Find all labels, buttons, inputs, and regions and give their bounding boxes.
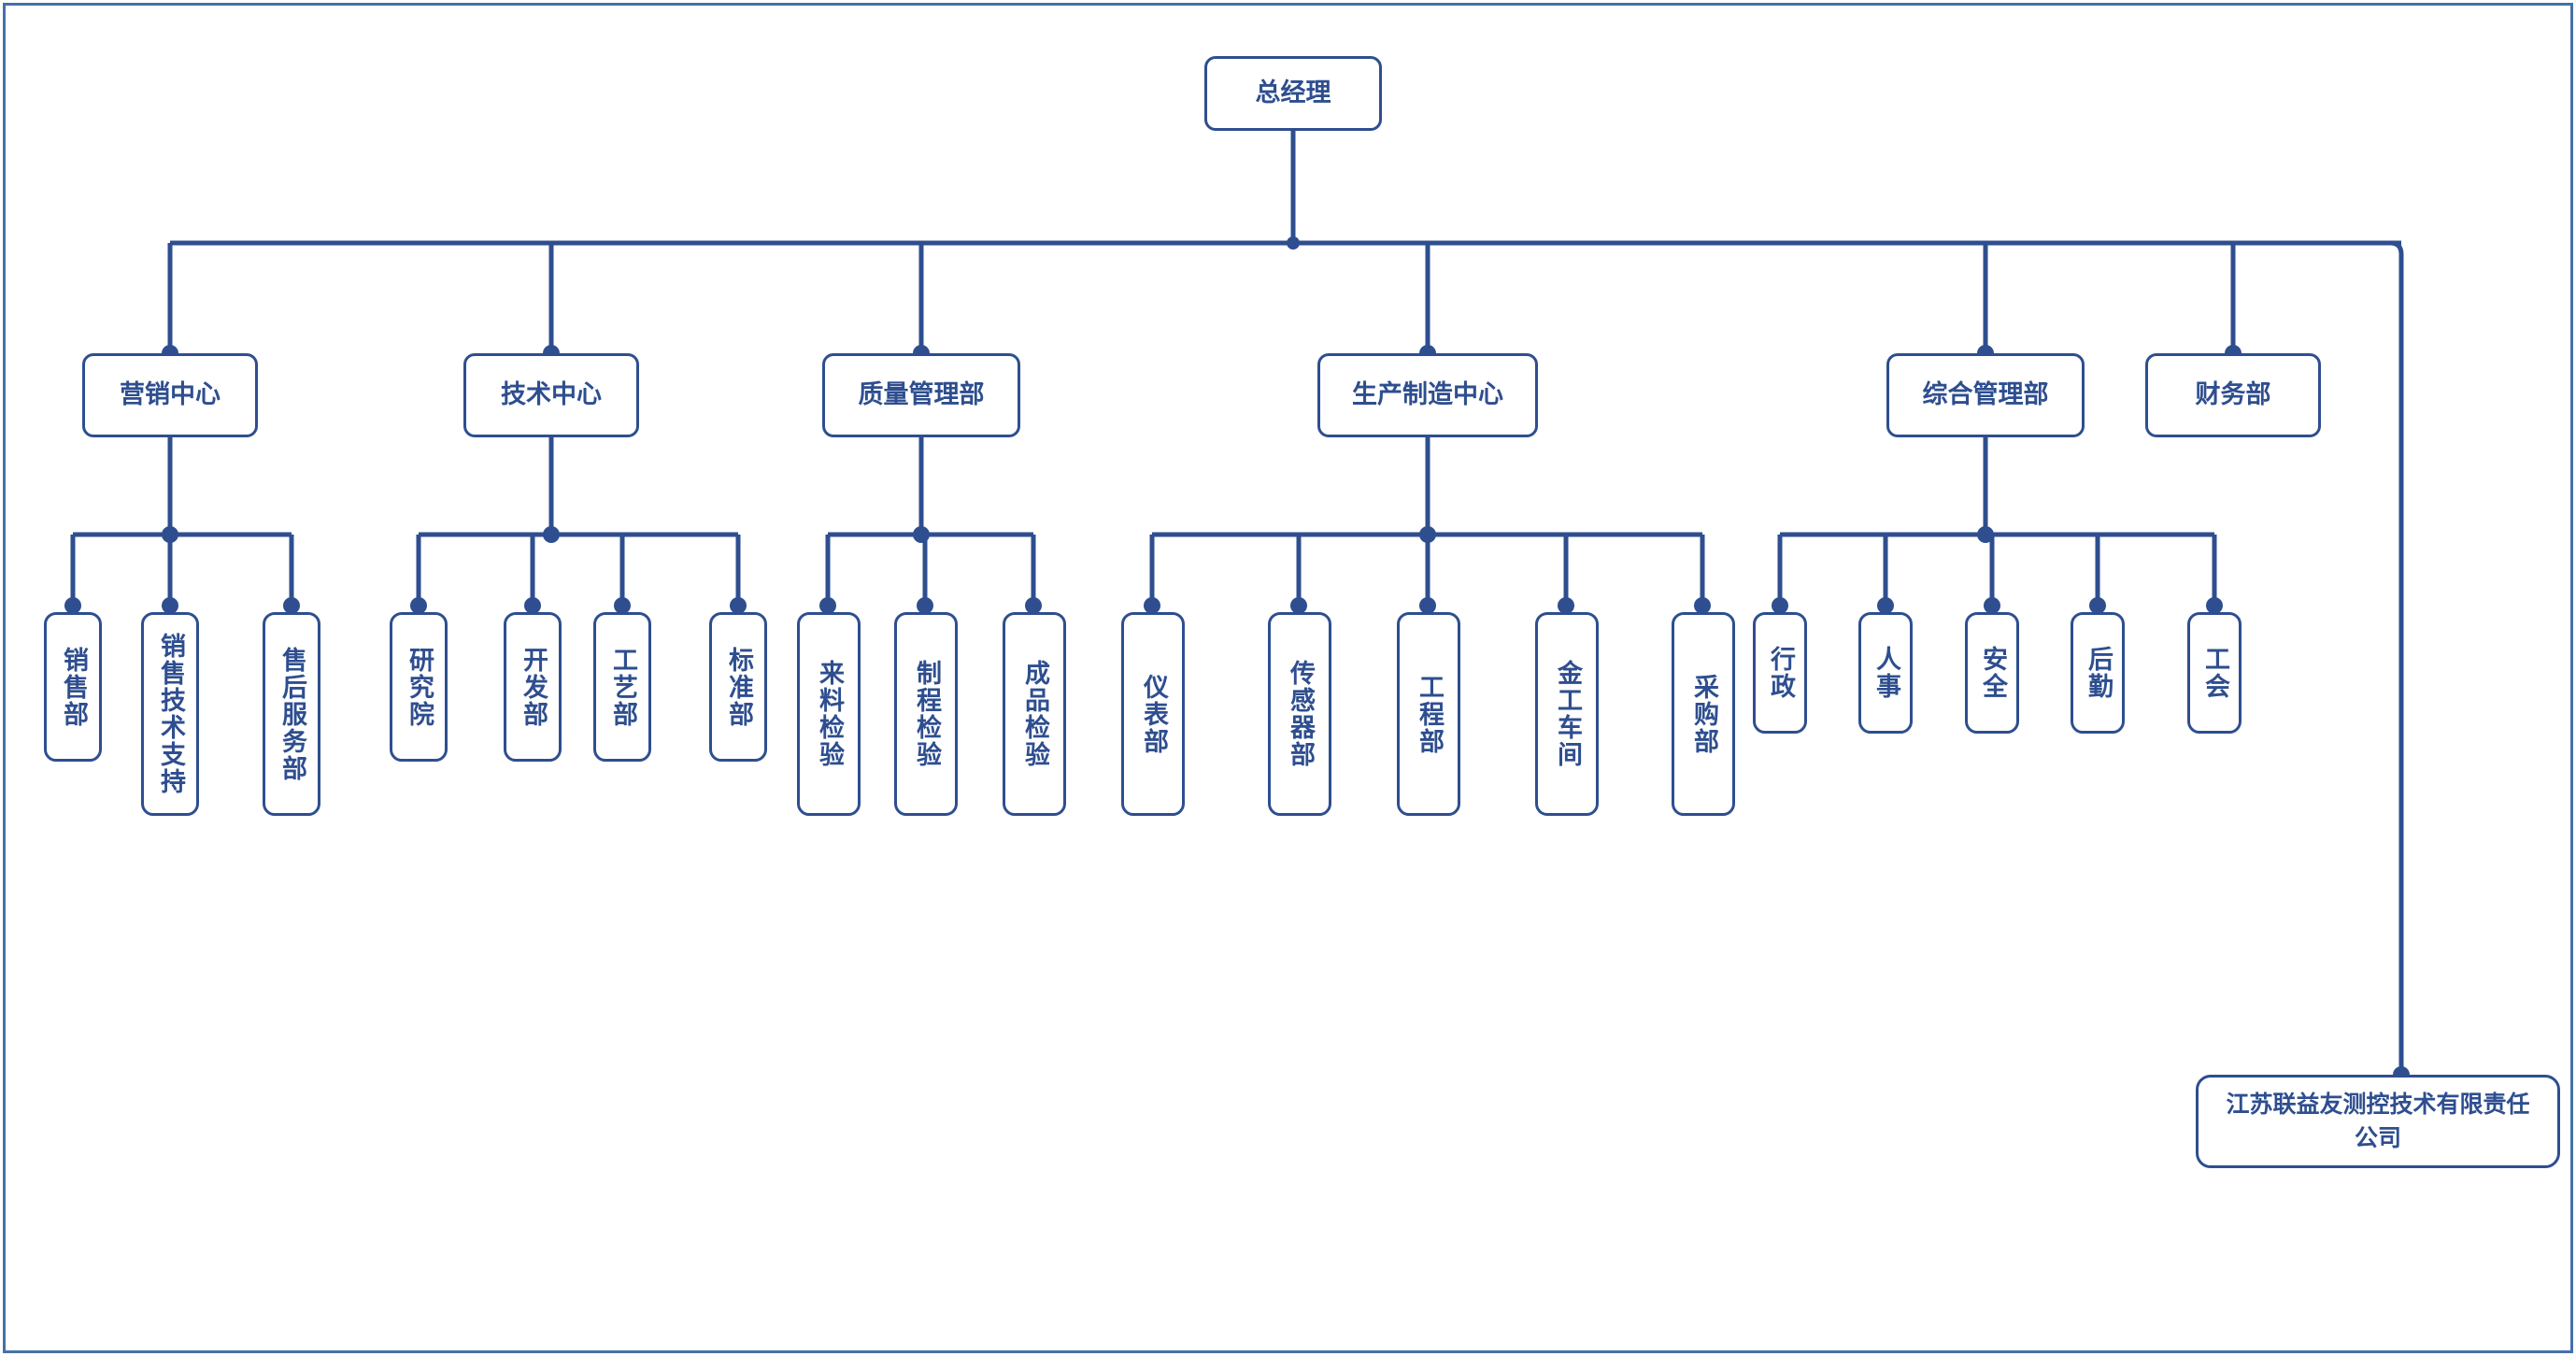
node-root-general-manager[interactable]: 总经理 — [1204, 56, 1382, 131]
wire-bus-to-company — [2389, 240, 2404, 1075]
node-dept-development[interactable]: 开发部 — [504, 612, 562, 762]
node-dept-instrumentation[interactable]: 仪表部 — [1121, 612, 1185, 816]
node-dept-machining-workshop[interactable]: 金工车间 — [1535, 612, 1599, 816]
node-division-production-center[interactable]: 生产制造中心 — [1317, 353, 1538, 437]
dot-leaf — [1694, 597, 1711, 614]
node-dept-research-institute[interactable]: 研究院 — [390, 612, 448, 762]
dot-leaf — [1558, 597, 1574, 614]
dot-leaf — [1772, 597, 1788, 614]
dot-leaf — [819, 597, 836, 614]
node-dept-standards[interactable]: 标准部 — [709, 612, 767, 762]
dot-leaf — [1144, 597, 1160, 614]
dot-leaf — [1025, 597, 1042, 614]
dot-leaf — [162, 597, 178, 614]
dot-leaf — [1877, 597, 1894, 614]
node-dept-sensors[interactable]: 传感器部 — [1268, 612, 1331, 816]
dot-marketing-junction — [162, 526, 178, 543]
dot-leaf — [283, 597, 300, 614]
node-dept-human-resources[interactable]: 人事 — [1858, 612, 1913, 734]
node-dept-procurement[interactable]: 采购部 — [1672, 612, 1735, 816]
node-dept-sales-tech-support[interactable]: 销售技术支持 — [141, 612, 199, 816]
node-dept-after-sales-service[interactable]: 售后服务部 — [263, 612, 320, 816]
node-division-general-management[interactable]: 综合管理部 — [1886, 353, 2085, 437]
node-dept-final-inspection[interactable]: 成品检验 — [1003, 612, 1066, 816]
dot-leaf — [64, 597, 81, 614]
dot-root-junction — [1287, 236, 1300, 250]
node-dept-labor-union[interactable]: 工会 — [2187, 612, 2242, 734]
dot-leaf — [1290, 597, 1307, 614]
dot-production-junction — [1419, 526, 1436, 543]
dot-leaf — [2206, 597, 2223, 614]
node-dept-incoming-inspection[interactable]: 来料检验 — [797, 612, 861, 816]
node-company-name[interactable]: 江苏联益友测控技术有限责任公司 — [2196, 1075, 2560, 1168]
node-dept-engineering[interactable]: 工程部 — [1397, 612, 1460, 816]
dot-leaf — [614, 597, 631, 614]
dot-leaf — [410, 597, 427, 614]
dot-leaf — [730, 597, 747, 614]
node-dept-process-inspection[interactable]: 制程检验 — [894, 612, 958, 816]
node-dept-safety[interactable]: 安全 — [1965, 612, 2019, 734]
node-dept-sales[interactable]: 销售部 — [44, 612, 102, 762]
dot-leaf — [1419, 597, 1436, 614]
dot-general-junction — [1977, 526, 1994, 543]
node-division-marketing-center[interactable]: 营销中心 — [82, 353, 258, 437]
node-dept-administration[interactable]: 行政 — [1753, 612, 1807, 734]
dot-tech-junction — [543, 526, 560, 543]
node-dept-process-technology[interactable]: 工艺部 — [593, 612, 651, 762]
node-division-quality-management[interactable]: 质量管理部 — [822, 353, 1020, 437]
dot-leaf — [524, 597, 541, 614]
dot-quality-junction — [913, 526, 930, 543]
node-division-finance[interactable]: 财务部 — [2145, 353, 2321, 437]
dot-leaf — [917, 597, 933, 614]
node-division-technology-center[interactable]: 技术中心 — [463, 353, 639, 437]
dot-leaf — [1984, 597, 2000, 614]
node-dept-logistics[interactable]: 后勤 — [2071, 612, 2125, 734]
dot-leaf — [2089, 597, 2106, 614]
